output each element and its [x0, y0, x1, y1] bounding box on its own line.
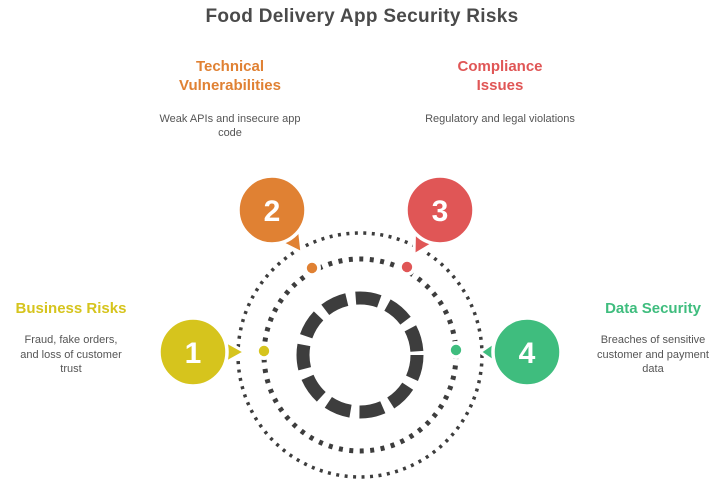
heading-business-risks: Business Risks [15, 300, 127, 317]
bubble-3-compliance-issues: 3 [401, 171, 479, 257]
bubble-2-technical-vulnerabilities: 2 [233, 171, 311, 255]
heading-technical-vulnerabilities: Technical Vulnerabilities [179, 58, 281, 94]
page-title: Food Delivery App Security Risks [205, 6, 519, 27]
heading-data-security: Data Security [605, 300, 701, 317]
bubble-2-circle [236, 174, 308, 246]
description-compliance-issues: Regulatory and legal violations [425, 112, 575, 125]
bubble-1-business-risks: 1 [154, 313, 247, 391]
description-technical-vulnerabilities: Weak APIs and insecure app code [159, 112, 301, 140]
label-block-business-risks: Business Risks Fraud, fake orders, and l… [0, 300, 142, 377]
label-block-technical-vulnerabilities: Technical Vulnerabilities Weak APIs and … [150, 58, 310, 141]
bubble-2-number: 2 [264, 195, 281, 228]
label-block-data-security: Data Security Breaches of sensitive cust… [582, 300, 724, 377]
marker-dot-compliance [398, 258, 416, 276]
marker-dot-data-security [447, 341, 465, 359]
description-data-security: Breaches of sensitive customer and payme… [597, 333, 709, 376]
bubble-4-data-security: 4 [478, 313, 566, 391]
heading-compliance-issues: Compliance Issues [457, 58, 543, 94]
bubble-3-circle [404, 174, 476, 246]
marker-dot-technical [303, 259, 321, 277]
bubble-4-number: 4 [519, 337, 536, 370]
description-business-risks: Fraud, fake orders, and loss of customer… [20, 333, 122, 376]
outer-dashed-ring [236, 231, 484, 479]
marker-dot-business [255, 342, 273, 360]
middle-dashed-ring [261, 256, 459, 454]
inner-thick-ring [296, 291, 424, 419]
bubble-1-number: 1 [185, 337, 202, 370]
bubble-4-circle [491, 316, 563, 388]
bubble-3-number: 3 [432, 195, 449, 228]
bubble-1-circle [157, 316, 229, 388]
label-block-compliance-issues: Compliance Issues Regulatory and legal v… [420, 58, 580, 126]
